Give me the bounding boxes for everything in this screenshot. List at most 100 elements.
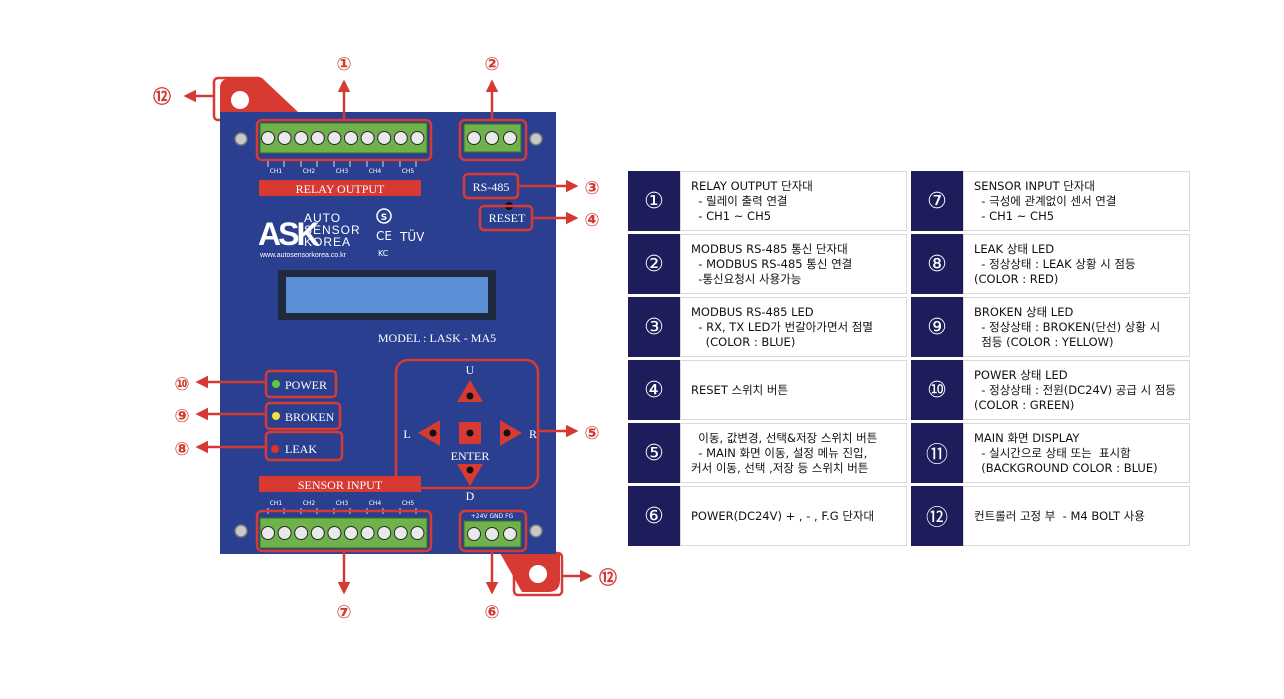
- terminal-screw: [327, 526, 342, 540]
- terminal-screw: [344, 131, 358, 145]
- legend-description: 컨트롤러 고정 부 - M4 BOLT 사용: [963, 486, 1190, 546]
- terminal-screw: [377, 131, 392, 145]
- channel-label: CH4: [369, 500, 382, 507]
- key-enter-label: ENTER: [451, 449, 490, 463]
- legend-row: ⑤ 이동, 값변경, 선택&저장 스위치 버튼 - MAIN 화면 이동, 설정…: [628, 423, 1190, 483]
- callout-12-top: ⑫: [153, 86, 171, 108]
- channel-label: CH5: [402, 500, 415, 507]
- channel-label: CH3: [336, 168, 349, 175]
- terminal-screw: [410, 131, 425, 145]
- legend-description: MODBUS RS-485 LED - RX, TX LED가 번갈아가면서 점…: [680, 297, 907, 357]
- key-down-label: D: [466, 489, 475, 503]
- relay-output-label: RELAY OUTPUT: [296, 182, 385, 196]
- rs485-terminal-block: RS-485 RESET: [458, 118, 534, 232]
- key-right-button: [500, 420, 522, 446]
- terminal-screw: [294, 526, 309, 540]
- callout-4: ④: [584, 210, 599, 231]
- key-up-button: [457, 380, 483, 402]
- terminal-screw: [327, 131, 342, 145]
- channel-label: CH4: [369, 168, 382, 175]
- callout-6: ⑥: [484, 602, 499, 623]
- terminal-screw: [360, 131, 375, 145]
- key-down-button: [457, 464, 483, 486]
- legend-number: ③: [628, 297, 680, 357]
- legend-description: BROKEN 상태 LED - 정상상태 : BROKEN(단선) 상황 시 점…: [963, 297, 1190, 357]
- rs485-label: RS-485: [473, 180, 510, 194]
- terminal-screw: [277, 526, 292, 540]
- channel-label: CH2: [303, 168, 316, 175]
- screw-holes: [234, 132, 543, 538]
- power-led-label: POWER: [285, 378, 327, 392]
- channel-label: CH1: [270, 500, 283, 507]
- status-leds: POWER BROKEN LEAK: [264, 369, 344, 462]
- terminal-screw: [360, 526, 375, 540]
- sensor-input-label: SENSOR INPUT: [298, 478, 383, 492]
- callout-numbers: ① ② ③ ④ ⑤ ⑥ ⑦ ⑧ ⑨ ⑩ ⑫ ⑫: [153, 54, 617, 623]
- callout-5: ⑤: [584, 423, 599, 444]
- s-mark-letter: S: [381, 213, 387, 223]
- brand-logo: ASK AUTO SENSOR KOREA www.autosensorkore…: [258, 208, 425, 259]
- model-text: MODEL : LASK - MA5: [378, 331, 496, 345]
- terminal-screw: [261, 131, 275, 145]
- terminal-screw: [344, 526, 358, 540]
- channel-label: CH1: [270, 168, 283, 175]
- terminal-screw: [277, 131, 292, 145]
- callout-8: ⑧: [174, 439, 189, 460]
- brand-word-1: AUTO: [304, 211, 341, 225]
- legend-table: ① RELAY OUTPUT 단자대 - 릴레이 출력 연결 - CH1 ~ C…: [628, 171, 1190, 546]
- tuv-mark-icon: TÜV: [399, 228, 425, 244]
- sensor-terminal-block: SENSOR INPUT CH1 CH2 CH3 CH4 CH5: [255, 476, 433, 553]
- legend-description: 이동, 값변경, 선택&저장 스위치 버튼 - MAIN 화면 이동, 설정 메…: [680, 423, 907, 483]
- legend-number: ⑧: [911, 234, 963, 294]
- brand-word-2: SENSOR: [304, 223, 361, 237]
- power-terminal-block: +24V GND FG: [458, 509, 528, 553]
- legend-number: ⑫: [911, 486, 963, 546]
- s-mark-icon: [376, 208, 392, 224]
- relay-channel-labels: CH1 CH2 CH3 CH4 CH5: [267, 161, 417, 175]
- kc-mark-icon: KC: [378, 249, 389, 258]
- lcd-display: [286, 277, 488, 313]
- brand-name: ASK: [258, 216, 319, 252]
- terminal-screw: [377, 526, 392, 540]
- callout-12-bottom: ⑫: [599, 567, 617, 589]
- leak-led-label: LEAK: [285, 442, 317, 456]
- terminal-screw: [310, 526, 325, 540]
- legend-description: LEAK 상태 LED - 정상상태 : LEAK 상황 시 점등(COLOR …: [963, 234, 1190, 294]
- terminal-screw: [393, 131, 408, 145]
- legend-description: SENSOR INPUT 단자대 - 극성에 관계없이 센서 연결 - CH1 …: [963, 171, 1190, 231]
- power-terminal-text: +24V GND FG: [471, 513, 514, 520]
- key-left-button: [418, 420, 440, 446]
- channel-label: CH3: [336, 500, 349, 507]
- legend-description: RESET 스위치 버튼: [680, 360, 907, 420]
- callout-9: ⑨: [174, 406, 189, 427]
- legend-description: RELAY OUTPUT 단자대 - 릴레이 출력 연결 - CH1 ~ CH5: [680, 171, 907, 231]
- legend-number: ⑪: [911, 423, 963, 483]
- channel-label: CH2: [303, 500, 316, 507]
- legend-number: ①: [628, 171, 680, 231]
- terminal-screw: [393, 526, 408, 540]
- channel-label: CH5: [402, 168, 415, 175]
- legend-row: ④ RESET 스위치 버튼 ⑩ POWER 상태 LED - 정상상태 : 전…: [628, 360, 1190, 420]
- brand-word-3: KOREA: [304, 235, 351, 249]
- website-text: www.autosensorkorea.co.kr: [259, 252, 347, 259]
- legend-number: ⑤: [628, 423, 680, 483]
- callout-10: ⑩: [174, 374, 189, 395]
- legend-row: ③ MODBUS RS-485 LED - RX, TX LED가 번갈아가면서…: [628, 297, 1190, 357]
- legend-number: ④: [628, 360, 680, 420]
- relay-terminal-block: CH1 CH2 CH3 CH4 CH5 RELAY OUTPUT: [255, 118, 433, 196]
- sensor-terminals: [261, 526, 425, 540]
- terminal-screw: [261, 526, 275, 540]
- broken-led-label: BROKEN: [285, 410, 335, 424]
- callout-2: ②: [484, 54, 499, 75]
- key-right-label: R: [529, 427, 537, 441]
- callout-3: ③: [584, 178, 599, 199]
- callout-7: ⑦: [336, 602, 351, 623]
- reset-label: RESET: [489, 211, 526, 225]
- legend-row: ② MODBUS RS-485 통신 단자대 - MODBUS RS-485 통…: [628, 234, 1190, 294]
- power-led: [272, 380, 280, 388]
- legend-description: MODBUS RS-485 통신 단자대 - MODBUS RS-485 통신 …: [680, 234, 907, 294]
- legend-description: POWER 상태 LED - 정상상태 : 전원(DC24V) 공급 시 점등(…: [963, 360, 1190, 420]
- keypad: U L R ENTER D: [394, 358, 540, 503]
- leak-led: [271, 445, 279, 453]
